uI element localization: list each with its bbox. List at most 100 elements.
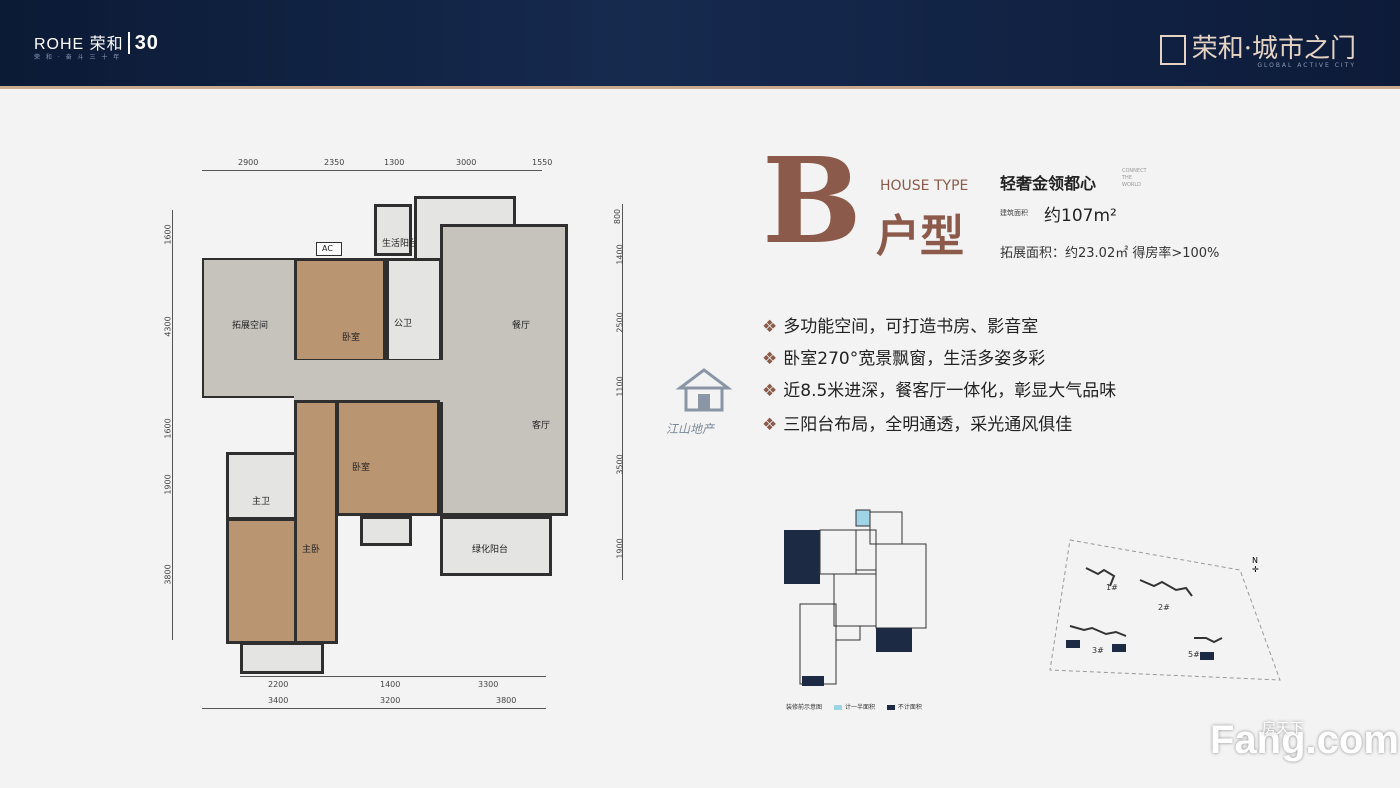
north-label: N [1252, 556, 1258, 565]
building-label: 5# [1188, 650, 1200, 659]
brand-left-number: 30 [127, 32, 159, 54]
bedroom-2-bay-window [360, 516, 412, 546]
feature-text: 近8.5米进深，餐客厅一体化，彰显大气品味 [783, 381, 1117, 401]
dim-left-3: 1600 [163, 418, 173, 439]
brand-left-text: ROHE 荣和 [34, 36, 124, 53]
ornament-icon: ❖ [762, 317, 778, 337]
bedroom-2 [336, 400, 440, 516]
dim-left-2: 4300 [163, 316, 173, 337]
header-divider [0, 86, 1400, 89]
dim-right-2: 1400 [615, 244, 625, 265]
dim-bottom-5: 3200 [380, 696, 401, 705]
green-balcony [440, 516, 552, 576]
service-balcony-label: 生活阳台 [382, 239, 419, 249]
extension-area-info: 拓展面积：约23.02㎡ 得房率>100% [1000, 246, 1220, 261]
legend-half-area: 计一半面积 [844, 704, 875, 711]
area-value: 约107m² [1044, 206, 1117, 226]
project-name: 荣和·城市之门 [1191, 34, 1356, 64]
house-type-cn: 户型 [876, 211, 964, 262]
bedroom-2-label: 卧室 [352, 463, 371, 473]
key-plan-legend: 装修前示意图 计一半面积 不计面积 [786, 702, 922, 711]
dim-bottom-3: 3300 [478, 680, 499, 689]
building-label: 2# [1158, 603, 1170, 612]
project-mark-icon [1159, 35, 1186, 65]
dim-bottom-4: 3400 [268, 696, 289, 705]
hallway [294, 360, 444, 402]
extension-space [202, 258, 296, 398]
top-dimension-line [202, 170, 542, 171]
ac-unit [316, 242, 342, 256]
slogan-en: CONNECT THE WORLD [1122, 168, 1147, 188]
project-logo: 荣和·城市之门 [1159, 28, 1356, 65]
living-label: 客厅 [532, 421, 551, 431]
public-bath-label: 公卫 [394, 319, 413, 329]
feature-text: 三阳台布局，全明通透，采光通风俱佳 [783, 415, 1073, 435]
right-dimension-line [622, 204, 623, 580]
left-dimension-line [172, 210, 173, 640]
dim-bottom-1: 2200 [268, 680, 289, 689]
north-compass: N ✛ [1252, 556, 1259, 574]
feature-item: ❖三阳台布局，全明通透，采光通风俱佳 [762, 410, 1072, 435]
master-bedroom-corridor [294, 400, 338, 644]
no-area-swatch [886, 705, 895, 710]
house-watermark-icon [676, 368, 732, 412]
dim-bottom-2: 1400 [380, 680, 401, 689]
dim-left-5: 3800 [163, 564, 173, 585]
master-bedroom-label: 主卧 [302, 545, 321, 555]
public-bathroom [386, 258, 442, 362]
fang-logo-cn: 房天下 [1262, 721, 1304, 737]
house-type-en: HOUSE TYPE [880, 178, 969, 194]
legend-title: 装修前示意图 [786, 704, 823, 711]
feature-text: 多功能空间，可打造书房、影音室 [783, 317, 1039, 337]
area-label: 建筑面积 [1000, 209, 1028, 217]
floor-plan: 2900 2350 1300 3000 1550 2200 1400 3300 … [160, 150, 640, 710]
half-area-swatch [833, 705, 842, 710]
dining-living-area [440, 224, 568, 516]
dim-right-3: 2500 [615, 312, 625, 333]
ac-label: AC [322, 244, 333, 253]
bottom-dimension-line-1 [240, 676, 546, 677]
bedroom-1-label: 卧室 [342, 333, 361, 343]
dim-right-5: 3500 [615, 454, 625, 475]
legend-no-area: 不计面积 [897, 704, 922, 711]
brand-left-subtitle: 荣 和 · 奋 斗 三 十 年 [34, 54, 122, 61]
dim-top-3: 1300 [384, 158, 405, 167]
building-label: 1# [1106, 583, 1118, 592]
compass-icon: ✛ [1252, 565, 1259, 574]
dim-top-2: 2350 [324, 158, 345, 167]
dim-bottom-6: 3800 [496, 696, 517, 705]
building-label: 3# [1092, 646, 1104, 655]
feature-item: ❖多功能空间，可打造书房、影音室 [762, 312, 1038, 337]
project-subtitle: GLOBAL ACTIVE CITY [1257, 62, 1356, 69]
dim-left-1: 1600 [163, 224, 173, 245]
fang-logo: Fang.com [1210, 718, 1399, 762]
green-balcony-label: 绿化阳台 [472, 545, 509, 555]
master-bedroom-bay-window [240, 642, 324, 674]
slogan: 轻奢金领都心 [1000, 174, 1097, 193]
site-plan-diagram [1049, 539, 1281, 681]
feature-text: 卧室270°宽景飘窗，生活多姿多彩 [783, 349, 1046, 369]
dim-left-4: 1900 [163, 474, 173, 495]
master-bathroom [226, 452, 300, 520]
extension-space-label: 拓展空间 [232, 321, 269, 331]
dim-right-1: 800 [613, 208, 623, 225]
ornament-icon: ❖ [762, 349, 778, 369]
feature-item: ❖近8.5米进深，餐客厅一体化，彰显大气品味 [762, 376, 1116, 401]
dining-label: 餐厅 [512, 321, 531, 331]
key-plan-diagram [784, 509, 927, 686]
dim-right-4: 1100 [615, 376, 625, 397]
dim-right-6: 1900 [615, 538, 625, 559]
bottom-dimension-line-2 [202, 708, 546, 709]
ornament-icon: ❖ [762, 381, 778, 401]
bedroom-1 [294, 258, 386, 362]
feature-item: ❖卧室270°宽景飘窗，生活多姿多彩 [762, 344, 1045, 369]
master-bath-label: 主卫 [252, 497, 271, 507]
dim-top-4: 3000 [456, 158, 477, 167]
ornament-icon: ❖ [762, 415, 778, 435]
watermark-text: 江山地产 [666, 422, 715, 436]
house-type-letter: B [762, 131, 862, 270]
service-balcony [374, 204, 412, 256]
dim-top-5: 1550 [532, 158, 553, 167]
